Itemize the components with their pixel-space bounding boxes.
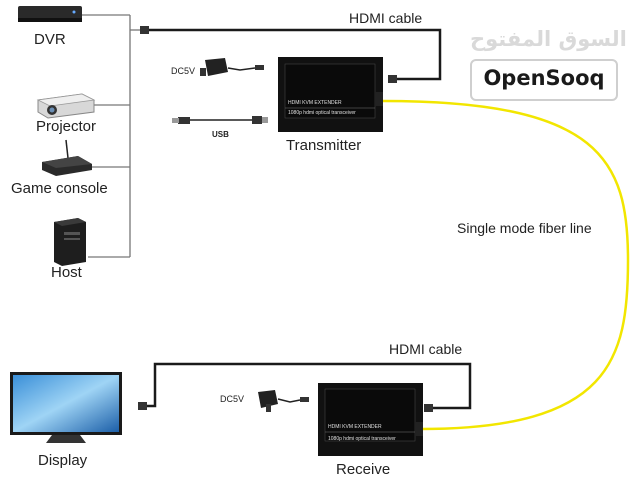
hdmi-cable-bottom-label: HDMI cable bbox=[389, 341, 463, 357]
source-wiring bbox=[80, 14, 142, 258]
game-console-label: Game console bbox=[11, 180, 108, 197]
projector-label: Projector bbox=[36, 118, 97, 135]
tx-model-text: HDMI KVM EXTENDER bbox=[288, 100, 342, 106]
receiver-box: HDMI KVM EXTENDER 1080p hdmi optical tra… bbox=[318, 383, 423, 456]
tx-desc-text: 1080p hdmi optical transceiver bbox=[288, 110, 356, 116]
dvr-icon bbox=[18, 6, 82, 22]
display-icon bbox=[10, 372, 122, 443]
display-label: Display bbox=[38, 452, 88, 469]
opensooq-logo: OpenSooq bbox=[470, 59, 618, 101]
transmitter-box: HDMI KVM EXTENDER 1080p hdmi optical tra… bbox=[278, 57, 383, 132]
dc5v-bottom-label: DC5V bbox=[220, 394, 245, 404]
host-icon bbox=[54, 218, 86, 266]
watermark-arabic: السوق المفتوح bbox=[470, 27, 627, 51]
fiber-line-label: Single mode fiber line bbox=[457, 220, 592, 236]
receive-label: Receive bbox=[336, 461, 391, 478]
hdmi-cable-top bbox=[140, 26, 442, 83]
dvr-label: DVR bbox=[34, 31, 66, 48]
power-adapter-top bbox=[200, 58, 264, 76]
fiber-line bbox=[382, 99, 630, 431]
opensooq-logo-text: OpenSooq bbox=[483, 66, 605, 90]
host-label: Host bbox=[51, 264, 82, 281]
rx-desc-text: 1080p hdmi optical transceiver bbox=[328, 436, 396, 442]
usb-cable bbox=[172, 116, 268, 124]
hdmi-cable-top-label: HDMI cable bbox=[349, 10, 423, 26]
usb-label: USB bbox=[212, 130, 229, 139]
transmitter-label: Transmitter bbox=[286, 137, 362, 154]
rx-model-text: HDMI KVM EXTENDER bbox=[328, 424, 382, 430]
game-console-icon bbox=[42, 139, 92, 176]
projector-icon bbox=[36, 93, 96, 119]
dc5v-top-label: DC5V bbox=[171, 66, 196, 76]
power-adapter-bottom bbox=[258, 390, 309, 412]
hdmi-cable-bottom bbox=[138, 362, 472, 412]
